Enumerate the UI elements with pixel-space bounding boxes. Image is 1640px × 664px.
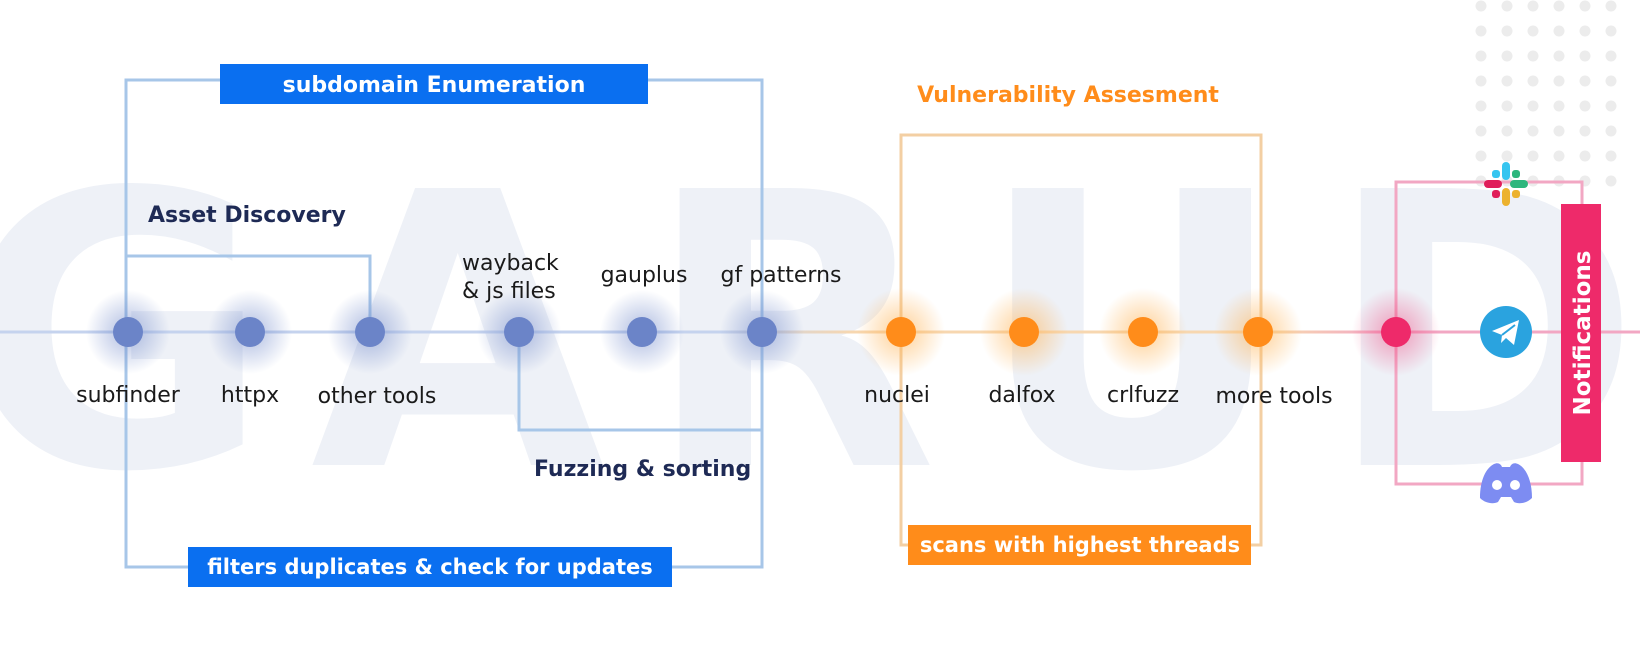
node-wayback <box>504 317 534 347</box>
decorative-dot <box>1475 125 1487 137</box>
node-notify <box>1381 317 1411 347</box>
decorative-dot <box>1579 50 1591 62</box>
label-dalfox: dalfox <box>988 383 1055 408</box>
label-nuclei: nuclei <box>864 383 930 408</box>
decorative-dot <box>1527 50 1539 62</box>
decorative-dot <box>1605 75 1617 87</box>
label-crlfuzz: crlfuzz <box>1107 383 1179 408</box>
node-other-tools <box>355 317 385 347</box>
telegram-icon <box>1480 306 1532 358</box>
label-gauplus: gauplus <box>601 263 688 288</box>
decorative-dot <box>1501 0 1513 12</box>
notifications-banner <box>1561 204 1601 462</box>
asset-discovery-label: Asset Discovery <box>148 203 346 228</box>
node-httpx <box>235 317 265 347</box>
label-more-tools: more tools <box>1215 384 1332 409</box>
decorative-dot <box>1527 100 1539 112</box>
decorative-dot <box>1553 75 1565 87</box>
node-crlfuzz <box>1128 317 1158 347</box>
slack-icon <box>1484 162 1528 206</box>
label-gf-patterns: gf patterns <box>721 263 842 288</box>
decorative-dot <box>1501 125 1513 137</box>
decorative-dot <box>1527 150 1539 162</box>
node-gauplus <box>627 317 657 347</box>
decorative-dot <box>1501 100 1513 112</box>
decorative-dot <box>1579 0 1591 12</box>
decorative-dot <box>1605 175 1617 187</box>
decorative-dot <box>1527 0 1539 12</box>
decorative-dot <box>1553 25 1565 37</box>
node-gf-patterns <box>747 317 777 347</box>
node-subfinder <box>113 317 143 347</box>
decorative-dot <box>1553 0 1565 12</box>
decorative-dot <box>1475 25 1487 37</box>
node-nuclei <box>886 317 916 347</box>
decorative-dot <box>1475 100 1487 112</box>
decorative-dot <box>1527 75 1539 87</box>
subdomain-banner-text: subdomain Enumeration <box>283 73 586 98</box>
decorative-dot <box>1605 50 1617 62</box>
node-dalfox <box>1009 317 1039 347</box>
decorative-dot <box>1501 25 1513 37</box>
decorative-dot <box>1605 125 1617 137</box>
decorative-dot <box>1501 75 1513 87</box>
scans-banner <box>908 525 1251 565</box>
decorative-dot <box>1605 25 1617 37</box>
label-other-tools: other tools <box>318 384 437 409</box>
node-more-tools <box>1243 317 1273 347</box>
decorative-dot <box>1501 150 1513 162</box>
decorative-dot <box>1501 50 1513 62</box>
decorative-dot <box>1475 50 1487 62</box>
label-wayback-1: wayback <box>462 251 559 276</box>
decorative-dot <box>1475 75 1487 87</box>
decorative-dot <box>1475 0 1487 12</box>
label-wayback-2: & js files <box>462 279 556 304</box>
decorative-dot <box>1553 50 1565 62</box>
decorative-dot <box>1605 100 1617 112</box>
fuzzing-label: Fuzzing & sorting <box>534 457 751 482</box>
decorative-dot <box>1553 125 1565 137</box>
decorative-dot <box>1553 150 1565 162</box>
decorative-dot <box>1579 100 1591 112</box>
decorative-dot <box>1579 125 1591 137</box>
decorative-dot <box>1579 75 1591 87</box>
decorative-dot <box>1475 150 1487 162</box>
decorative-dot <box>1527 125 1539 137</box>
decorative-dot <box>1605 150 1617 162</box>
decorative-dot <box>1605 0 1617 12</box>
filters-banner <box>188 547 672 587</box>
label-httpx: httpx <box>221 383 279 408</box>
decorative-dot <box>1553 100 1565 112</box>
decorative-dot-grid <box>1475 0 1617 187</box>
vulnerability-title: Vulnerability Assesment <box>917 83 1219 108</box>
notifications-text: Notifications <box>1570 251 1596 416</box>
label-subfinder: subfinder <box>76 383 181 408</box>
filters-banner-text: filters duplicates & check for updates <box>207 555 653 579</box>
subdomain-banner <box>220 64 648 104</box>
scans-banner-text: scans with highest threads <box>920 533 1240 557</box>
decorative-dot <box>1527 25 1539 37</box>
vulnerability-frame <box>899 133 1263 547</box>
decorative-dot <box>1579 25 1591 37</box>
decorative-dot <box>1579 150 1591 162</box>
discord-icon <box>1480 463 1532 504</box>
